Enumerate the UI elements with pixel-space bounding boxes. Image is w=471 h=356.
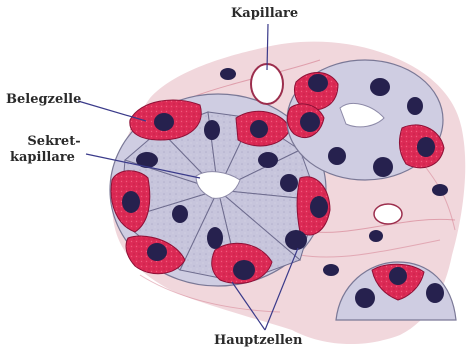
label-sekretkapillare-line1: Sekret- [14,134,94,149]
label-belegzelle: Belegzelle [6,92,81,107]
gland-upper-right [287,60,444,180]
label-hauptzellen: Hauptzellen [214,333,303,348]
label-kapillare: Kapillare [231,6,298,21]
leader-belegzelle [78,101,146,121]
label-sekretkapillare-line2: kapillare [10,150,75,165]
